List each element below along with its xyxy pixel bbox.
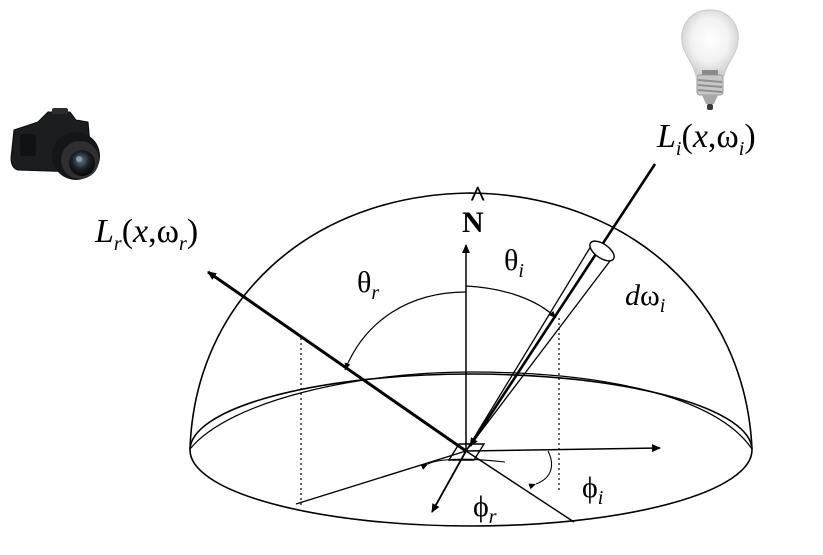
normal-label-hat: ^ <box>469 180 486 213</box>
solid-angle-cone-edge-right <box>465 256 614 452</box>
theta-i-arc <box>465 285 557 319</box>
surface-patch <box>447 443 486 461</box>
phi-i-label: ϕi <box>582 471 603 509</box>
horizon-arc <box>189 371 753 450</box>
incident-ray <box>468 163 657 447</box>
theta-i-label: θi <box>504 244 524 282</box>
solid-angle-cone-cap <box>589 240 615 262</box>
tangent-axis <box>465 444 661 453</box>
incident-radiance-label: Li(x,ωi) <box>656 118 756 160</box>
ground-line-reflected <box>295 450 467 505</box>
light-bulb-icon <box>681 9 739 110</box>
bitangent-axis <box>431 450 467 513</box>
reflected-ray <box>207 270 467 453</box>
normal-label: N <box>462 206 484 239</box>
theta-r-label: θr <box>357 266 379 304</box>
theta-r-arc <box>344 291 467 371</box>
solid-angle-cone-edge-left <box>465 245 592 452</box>
base-ellipse <box>189 373 753 527</box>
ground-line-incident <box>465 450 575 523</box>
phi-i-arc <box>528 450 553 490</box>
phi-r-label: ϕr <box>473 490 497 528</box>
phi-r-arc <box>420 458 506 470</box>
hemisphere-dome <box>189 192 753 450</box>
camera-icon <box>10 108 100 180</box>
reflected-radiance-label: Lr(x,ωr) <box>94 213 198 255</box>
solid-angle-label: dωi <box>625 279 665 317</box>
